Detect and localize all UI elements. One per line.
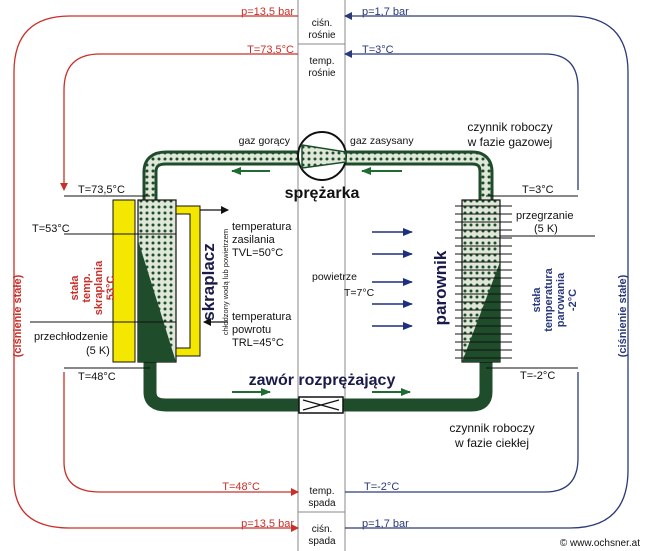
condenser-block	[112, 199, 201, 363]
return-label-3: TRL=45°C	[232, 337, 284, 349]
top-temp-label-2: rośnie	[308, 68, 336, 79]
evap-superheat-2: (5 K)	[534, 223, 558, 235]
inner-temp-loop-red-bottom	[63, 372, 299, 496]
top-pressure-high: p=13,5 bar	[241, 6, 294, 18]
evaporator-label: parownik	[431, 250, 450, 325]
bottom-temp-label-2: spada	[308, 498, 336, 509]
expansion-valve-symbol	[298, 396, 344, 414]
top-pressure-label-2: rośnie	[308, 30, 336, 41]
cond-subcooling-1: przechłodzenie	[34, 331, 108, 343]
supply-label-2: zasilania	[232, 234, 276, 246]
air-arrows	[372, 228, 413, 330]
compressor-symbol	[297, 131, 347, 181]
right-side-label: (ciśnienie stałe)	[617, 274, 629, 357]
hot-gas-label: gaz gorący	[239, 135, 291, 147]
top-temp-high: T=73,5°C	[247, 44, 294, 56]
inner-temp-loop-blue-top	[344, 50, 579, 190]
top-pressure-label-1: ciśn.	[312, 18, 333, 29]
cond-const-temp-4: 53°C	[105, 276, 117, 301]
cond-t-in: T=73,5°C	[78, 184, 125, 196]
inner-temp-loop-red	[60, 53, 298, 191]
outer-pressure-loop-red	[13, 15, 299, 532]
evap-const-temp-1: stała	[531, 287, 543, 313]
supply-label-3: TVL=50°C	[232, 247, 283, 259]
cond-t-out: T=48°C	[78, 371, 116, 383]
bottom-pressure-label-1: ciśn.	[312, 524, 333, 535]
gas-phase-label-2: w fazie gazowej	[467, 135, 553, 149]
condenser-sub-label: chłodzony wodą lub powietrzem	[221, 229, 230, 335]
evap-const-temp-3: parowania	[555, 272, 567, 327]
cond-const-temp-3: skraplania	[93, 260, 105, 315]
evap-const-temp: stała temperatura parowania -2°C	[531, 267, 579, 331]
liquid-phase-label-1: czynnik roboczy	[449, 421, 534, 435]
air-label-1: powietrze	[312, 271, 357, 283]
top-temp-low: T=3°C	[362, 44, 394, 56]
evap-t-out: T=3°C	[522, 184, 554, 196]
left-side-label: (ciśnienie stałe)	[12, 274, 24, 357]
evap-t-in: T=-2°C	[520, 370, 555, 382]
bottom-pressure-high: p=13,5 bar	[241, 518, 294, 530]
top-pressure-low: p=1,7 bar	[362, 6, 409, 18]
cond-const-temp-2: temp.	[81, 273, 93, 302]
evap-const-temp-4: -2°C	[567, 289, 579, 311]
bottom-temp-high: T=48°C	[222, 481, 260, 493]
copyright-text: © www.ochsner.at	[560, 538, 640, 549]
condenser-label: skraplacz	[199, 243, 218, 321]
bottom-pressure-low: p=1,7 bar	[362, 518, 409, 530]
liquid-phase-label-2: w fazie ciekłej	[454, 436, 529, 450]
bottom-temp-low: T=-2°C	[364, 481, 399, 493]
evaporator-fins	[455, 205, 500, 359]
cond-subcooling-2: (5 K)	[86, 345, 110, 357]
evap-superheat-1: przegrzanie	[516, 210, 573, 222]
bottom-temp-label-1: temp.	[309, 486, 334, 497]
return-label-2: powrotu	[232, 324, 271, 336]
inner-temp-loop-blue	[345, 372, 579, 493]
cond-const-temp: stała temp. skraplania 53°C	[69, 260, 117, 315]
suction-gas-label: gaz zasysany	[350, 135, 414, 147]
expansion-valve-label: zawór rozprężający	[249, 372, 396, 389]
evap-const-temp-2: temperatura	[543, 267, 555, 331]
cond-t-cond: T=53°C	[32, 223, 70, 235]
evaporator-block	[455, 199, 512, 363]
outer-pressure-loop-blue	[344, 12, 629, 529]
compressor-label: sprężarka	[285, 185, 360, 202]
bottom-pressure-label-2: spada	[308, 536, 336, 547]
air-label-2: T=7°C	[344, 287, 375, 299]
top-temp-label-1: temp.	[309, 56, 334, 67]
gas-phase-label-1: czynnik roboczy	[467, 120, 552, 134]
supply-label-1: temperatura	[232, 221, 292, 233]
cond-const-temp-1: stała	[69, 275, 81, 301]
return-label-1: temperatura	[232, 311, 292, 323]
